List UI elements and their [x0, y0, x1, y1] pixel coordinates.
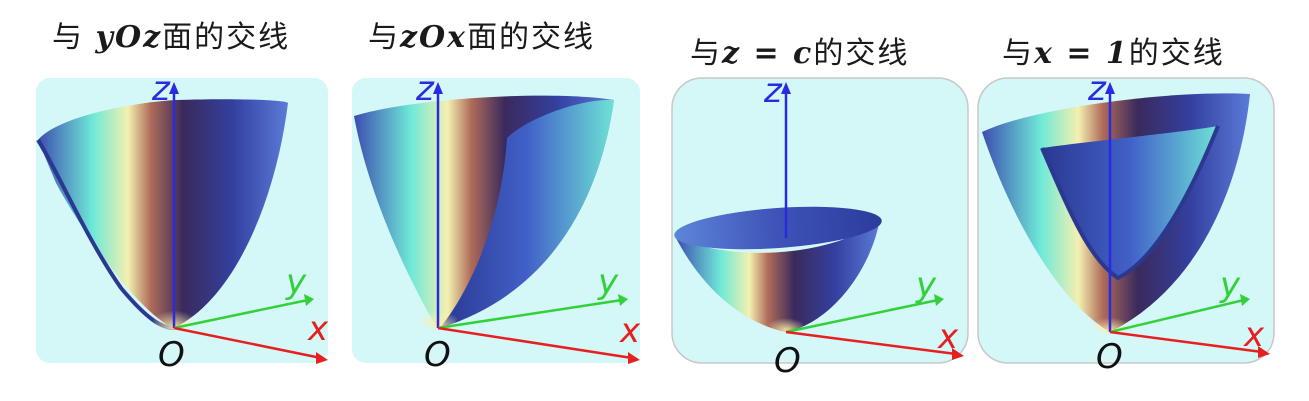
- x-label: x: [937, 317, 959, 357]
- y-axis-arrow: [1240, 294, 1250, 306]
- x-axis-arrow: [952, 348, 964, 360]
- origin-label: O: [1096, 337, 1123, 377]
- x-axis: [785, 330, 957, 356]
- z-axis-arrow: [169, 82, 179, 94]
- title-variable: z = c: [722, 36, 814, 71]
- x-axis: [173, 326, 322, 360]
- panel-zc: z y x O: [671, 71, 969, 381]
- cross-section-ellipse: [674, 206, 882, 250]
- title-variable: zOx: [400, 20, 468, 55]
- panel-title: 与 yOz面的交线: [52, 12, 290, 56]
- title-suffix: 面的交线: [467, 20, 596, 55]
- x-label: x: [619, 311, 641, 351]
- origin-label: O: [424, 335, 451, 375]
- title-prefix: 与: [690, 36, 722, 71]
- cut-parabola-edge: [1040, 125, 1220, 281]
- y-label: y: [915, 265, 937, 305]
- vertex-glow: [768, 312, 804, 332]
- z-label: z: [763, 71, 783, 111]
- title-prefix: 与: [52, 20, 96, 55]
- y-label: y: [597, 262, 619, 302]
- z-label: z: [415, 69, 435, 109]
- x-axis: [437, 326, 633, 360]
- y-label: y: [1219, 265, 1241, 305]
- y-axis-arrow: [934, 294, 944, 306]
- origin-label: O: [774, 341, 801, 381]
- x-axis-arrow: [628, 352, 640, 364]
- x-axis: [1109, 330, 1263, 354]
- z-axis-arrow: [433, 82, 443, 94]
- z-axis-arrow: [1105, 82, 1115, 94]
- panel-x1: z y x O: [977, 69, 1275, 377]
- y-axis-arrow: [304, 294, 314, 306]
- title-suffix: 面的交线: [162, 20, 291, 55]
- panel-title: 与x = 1的交线: [1002, 28, 1225, 72]
- x-axis-arrow: [1258, 346, 1270, 358]
- z-label: z: [151, 69, 171, 109]
- z-axis-arrow: [781, 82, 791, 94]
- title-suffix: 的交线: [1128, 36, 1225, 71]
- title-suffix: 的交线: [813, 36, 910, 71]
- title-variable: yOz: [95, 20, 163, 55]
- title-prefix: 与: [1002, 36, 1034, 71]
- panel-title: 与z = c的交线: [690, 28, 909, 72]
- x-label: x: [307, 309, 329, 349]
- title-variable: x = 1: [1034, 36, 1129, 71]
- title-prefix: 与: [368, 20, 400, 55]
- y-axis-arrow: [618, 294, 628, 306]
- y-axis: [785, 298, 939, 334]
- panel-zox: z y x O: [352, 69, 641, 375]
- y-axis: [437, 298, 623, 330]
- panel-title: 与zOx面的交线: [368, 12, 595, 56]
- paraboloid-surface: [38, 99, 288, 328]
- y-axis: [173, 298, 309, 330]
- y-label: y: [285, 262, 307, 302]
- x-axis-arrow: [316, 352, 328, 364]
- origin-label: O: [158, 335, 185, 375]
- y-axis: [1109, 298, 1245, 334]
- x-label: x: [1243, 315, 1265, 355]
- panel-yoz: z y x O: [36, 69, 329, 375]
- paraboloid-surface: [676, 218, 880, 332]
- paraboloid-inner-cut: [440, 99, 614, 328]
- z-label: z: [1087, 69, 1107, 109]
